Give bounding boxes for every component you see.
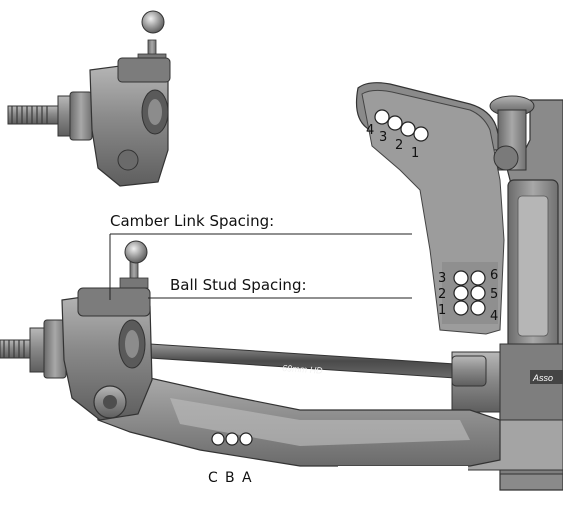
arm-hole-label: C bbox=[208, 470, 218, 486]
turnbuckle-label: 69mm HD bbox=[282, 363, 324, 376]
tower-hole bbox=[387, 115, 403, 131]
ball-stud-lower bbox=[124, 240, 148, 264]
block-hole-label: 2 bbox=[438, 287, 446, 302]
block-hole-label: 4 bbox=[490, 309, 498, 324]
block-hole-label: 6 bbox=[490, 268, 498, 283]
arm-hole bbox=[239, 432, 253, 446]
block-hole bbox=[453, 285, 469, 301]
tower-hole-label: 4 bbox=[366, 123, 374, 138]
camber-block-holes: 3 2 1 6 5 4 bbox=[438, 262, 498, 324]
lower-hub-carrier bbox=[0, 240, 153, 421]
block-hole bbox=[470, 285, 486, 301]
arm-hole bbox=[211, 432, 225, 446]
tower-hole bbox=[374, 109, 390, 125]
arm-hole-row: C B A bbox=[208, 432, 253, 486]
tower-hole bbox=[413, 126, 429, 142]
tower-hole-label: 2 bbox=[395, 138, 403, 153]
tower-hole-row: 4 3 2 1 bbox=[366, 109, 429, 161]
block-hole-label: 1 bbox=[438, 303, 446, 318]
camber-link-spacing-label: Camber Link Spacing: bbox=[110, 212, 274, 230]
block-hole bbox=[470, 300, 486, 316]
upper-hub-carrier bbox=[7, 10, 171, 187]
lower-arm bbox=[95, 377, 501, 476]
block-hole-label: 3 bbox=[438, 271, 446, 286]
brand-label: Asso bbox=[532, 373, 553, 383]
arm-hole bbox=[225, 432, 239, 446]
block-hole bbox=[453, 270, 469, 286]
tower-hole bbox=[400, 121, 416, 137]
arm-hole-label: A bbox=[242, 470, 252, 486]
ball-stud-upper bbox=[141, 10, 165, 34]
block-hole bbox=[470, 270, 486, 286]
block-hole bbox=[453, 300, 469, 316]
ball-stud-spacing-label: Ball Stud Spacing: bbox=[170, 276, 307, 294]
tower-hole-label: 3 bbox=[379, 130, 387, 145]
arm-hole-label: B bbox=[225, 470, 235, 486]
tower-hole-label: 1 bbox=[411, 146, 419, 161]
camber-link-turnbuckle: 69mm HD bbox=[149, 343, 487, 387]
threaded-axle-upper bbox=[7, 105, 59, 125]
block-hole-label: 5 bbox=[490, 287, 498, 302]
callouts: Camber Link Spacing: Ball Stud Spacing: bbox=[109, 212, 412, 300]
threaded-axle-lower bbox=[0, 339, 31, 359]
